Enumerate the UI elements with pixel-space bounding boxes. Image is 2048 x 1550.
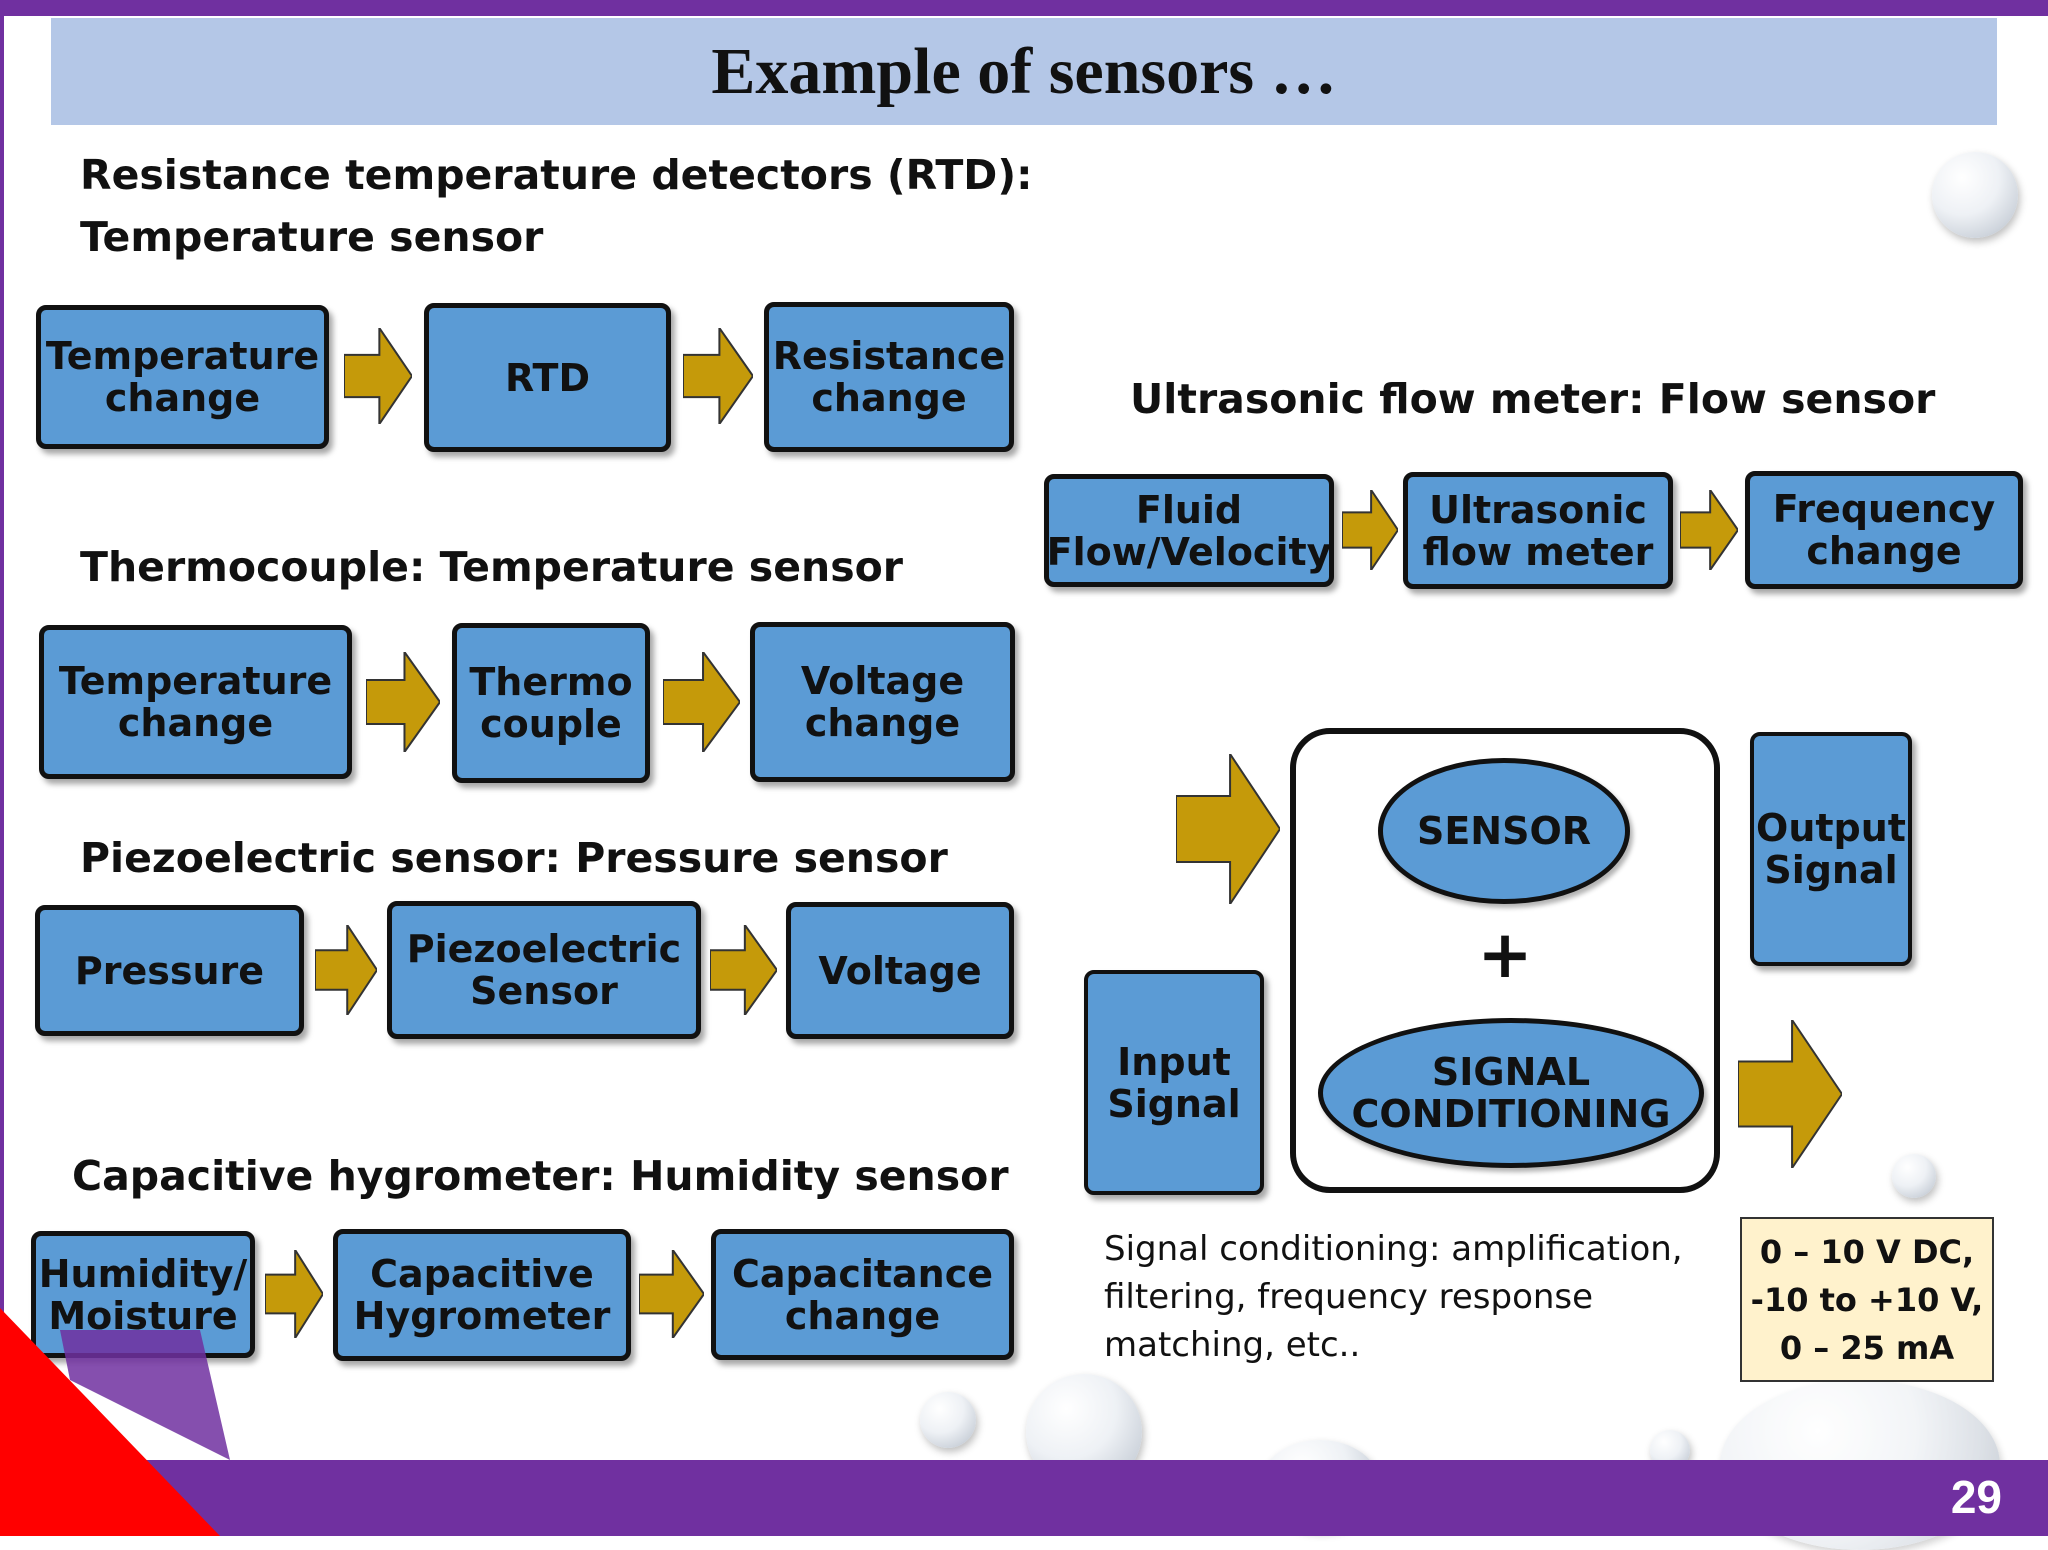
thermocouple-sensor-box: Thermo couple (452, 623, 650, 783)
rtd-input-box: Temperature change (36, 305, 329, 449)
piezo-heading: Piezoelectric sensor: Pressure sensor (80, 834, 948, 882)
rtd-sensor-box: RTD (424, 303, 671, 452)
rtd-heading: Resistance temperature detectors (RTD): (80, 151, 1033, 199)
piezo-sensor-box: Piezoelectric Sensor (387, 901, 701, 1039)
input-signal-box: Input Signal (1084, 970, 1264, 1195)
rtd-subheading: Temperature sensor (80, 213, 544, 261)
thermocouple-heading: Thermocouple: Temperature sensor (80, 543, 903, 591)
water-drop-decoration (920, 1392, 976, 1448)
title-bar: Example of sensors … (51, 18, 1997, 125)
top-accent-band (0, 0, 2048, 16)
slide-title: Example of sensors … (711, 34, 1337, 108)
rtd-output-box: Resistance change (764, 302, 1014, 452)
ultrasonic-output-box: Frequency change (1745, 471, 2023, 589)
water-drop-decoration (1932, 152, 2018, 238)
hygrometer-heading: Capacitive hygrometer: Humidity sensor (72, 1152, 1009, 1200)
thermocouple-output-box: Voltage change (750, 622, 1015, 782)
ultrasonic-input-box: Fluid Flow/Velocity (1044, 474, 1334, 587)
hygrometer-sensor-box: Capacitive Hygrometer (333, 1229, 631, 1361)
left-accent-line (0, 0, 4, 1536)
sensor-ellipse: SENSOR (1378, 758, 1630, 904)
ultrasonic-heading: Ultrasonic flow meter: Flow sensor (1130, 375, 1936, 423)
plus-symbol: + (1477, 916, 1533, 993)
piezo-output-box: Voltage (786, 902, 1014, 1039)
water-drop-decoration (1892, 1154, 1936, 1198)
signal-conditioning-ellipse: SIGNAL CONDITIONING (1318, 1018, 1704, 1168)
signal-conditioning-note: Signal conditioning: amplification, filt… (1104, 1229, 1683, 1365)
hygrometer-output-box: Capacitance change (711, 1229, 1014, 1360)
ultrasonic-sensor-box: Ultrasonic flow meter (1403, 472, 1673, 589)
thermocouple-input-box: Temperature change (39, 625, 352, 779)
page-number: 29 (1950, 1471, 2002, 1523)
output-signal-box: Output Signal (1750, 732, 1912, 966)
piezo-input-box: Pressure (35, 905, 304, 1036)
bottom-accent-band (0, 1460, 2048, 1536)
output-range-box: 0 – 10 V DC, -10 to +10 V, 0 – 25 mA (1740, 1217, 1994, 1382)
